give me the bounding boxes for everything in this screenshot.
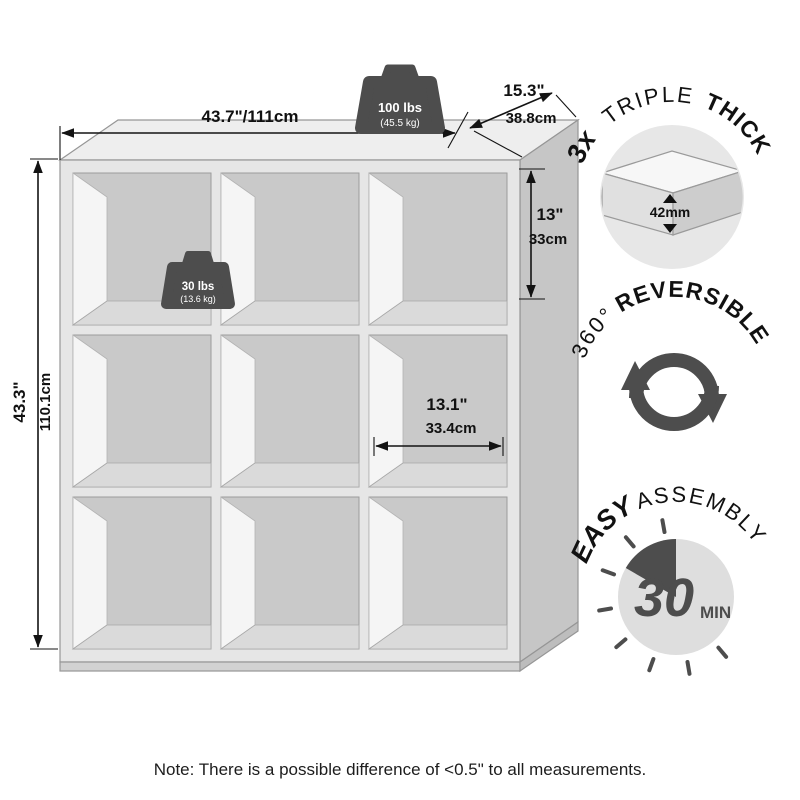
triple-thick-word-light: TRIPLE: [598, 82, 696, 129]
depth-label-cm: 38.8cm: [506, 110, 557, 127]
shelf-top-face: [58, 119, 580, 161]
cube-width-label-cm: 33.4cm: [426, 420, 477, 437]
cycle-arrowhead-left: [621, 361, 650, 390]
cube-opening: [220, 496, 360, 650]
board-corner-illustration: [601, 150, 743, 236]
clock-tick-marks: [597, 518, 729, 676]
cube-opening: [72, 334, 212, 488]
extension-line: [473, 130, 523, 158]
thickness-arrow-down-icon: [663, 224, 677, 233]
depth-arrow: [469, 92, 553, 129]
height-label-cm: 110.1cm: [37, 373, 54, 431]
measurement-note: Note: There is a possible difference of …: [154, 760, 647, 779]
cycle-arrow-bottom: [629, 385, 719, 431]
extension-line: [555, 94, 577, 118]
shelf-base-side: [519, 620, 579, 673]
dimension-height: 43.3" 110.1cm: [10, 158, 58, 650]
cube-height-label-in: 13": [537, 205, 564, 224]
cube-width-label-in: 13.1": [426, 395, 467, 414]
cube-opening: [220, 334, 360, 488]
height-label-in: 43.3": [10, 381, 29, 422]
cycle-arrow-top: [629, 353, 719, 399]
board-right-edge: [672, 170, 743, 236]
cube-height-label-cm: 33cm: [529, 231, 567, 248]
shelf-illustration: [58, 118, 580, 673]
assembly-minutes-unit: MIN: [700, 603, 731, 622]
weight-capacity-shelf: 30 lbs (13.6 kg): [161, 251, 235, 309]
dimension-cube-width: 13.1" 33.4cm: [373, 395, 504, 456]
badge-triple-thick: 3x TRIPLE THICK 42mm: [561, 82, 775, 269]
clock-hand-wedge: [625, 539, 676, 597]
assembly-word-light: ASSEMBLY: [633, 482, 772, 549]
depth-label-in: 15.3": [503, 81, 544, 100]
assembly-minutes: 30: [634, 568, 694, 628]
badge-reversible: 360° REVERSIBLE: [566, 276, 775, 431]
cube-opening: [220, 172, 360, 326]
width-label: 43.7"/111cm: [202, 107, 299, 126]
weight-capacity-total: 100 lbs (45.5 kg): [355, 64, 445, 134]
shelf-base: [59, 661, 521, 672]
cube-opening: [368, 172, 508, 326]
thickness-label: 42mm: [650, 204, 690, 220]
shelf-weight-kg: (13.6 kg): [180, 294, 216, 304]
badge-easy-assembly: EASY ASSEMBLY 30 MIN: [565, 482, 772, 676]
shelf-right-face: [519, 118, 579, 664]
weight-icon-body: [355, 76, 445, 134]
weight-icon-body: [161, 262, 235, 309]
total-weight-kg: (45.5 kg): [380, 118, 419, 129]
thickness-arrow-up-icon: [663, 194, 677, 203]
extension-line: [447, 111, 469, 149]
total-weight-lbs: 100 lbs: [378, 100, 422, 115]
dimension-cube-height: 13" 33cm: [519, 168, 567, 300]
reversible-word: REVERSIBLE: [611, 276, 775, 349]
reversible-arrows-icon: [621, 353, 727, 431]
dimension-depth: 15.3" 38.8cm: [469, 81, 577, 158]
shelf-weight-lbs: 30 lbs: [182, 281, 215, 293]
cube-opening: [368, 496, 508, 650]
clock-icon: 30 MIN: [597, 518, 734, 676]
cube-opening: [72, 496, 212, 650]
